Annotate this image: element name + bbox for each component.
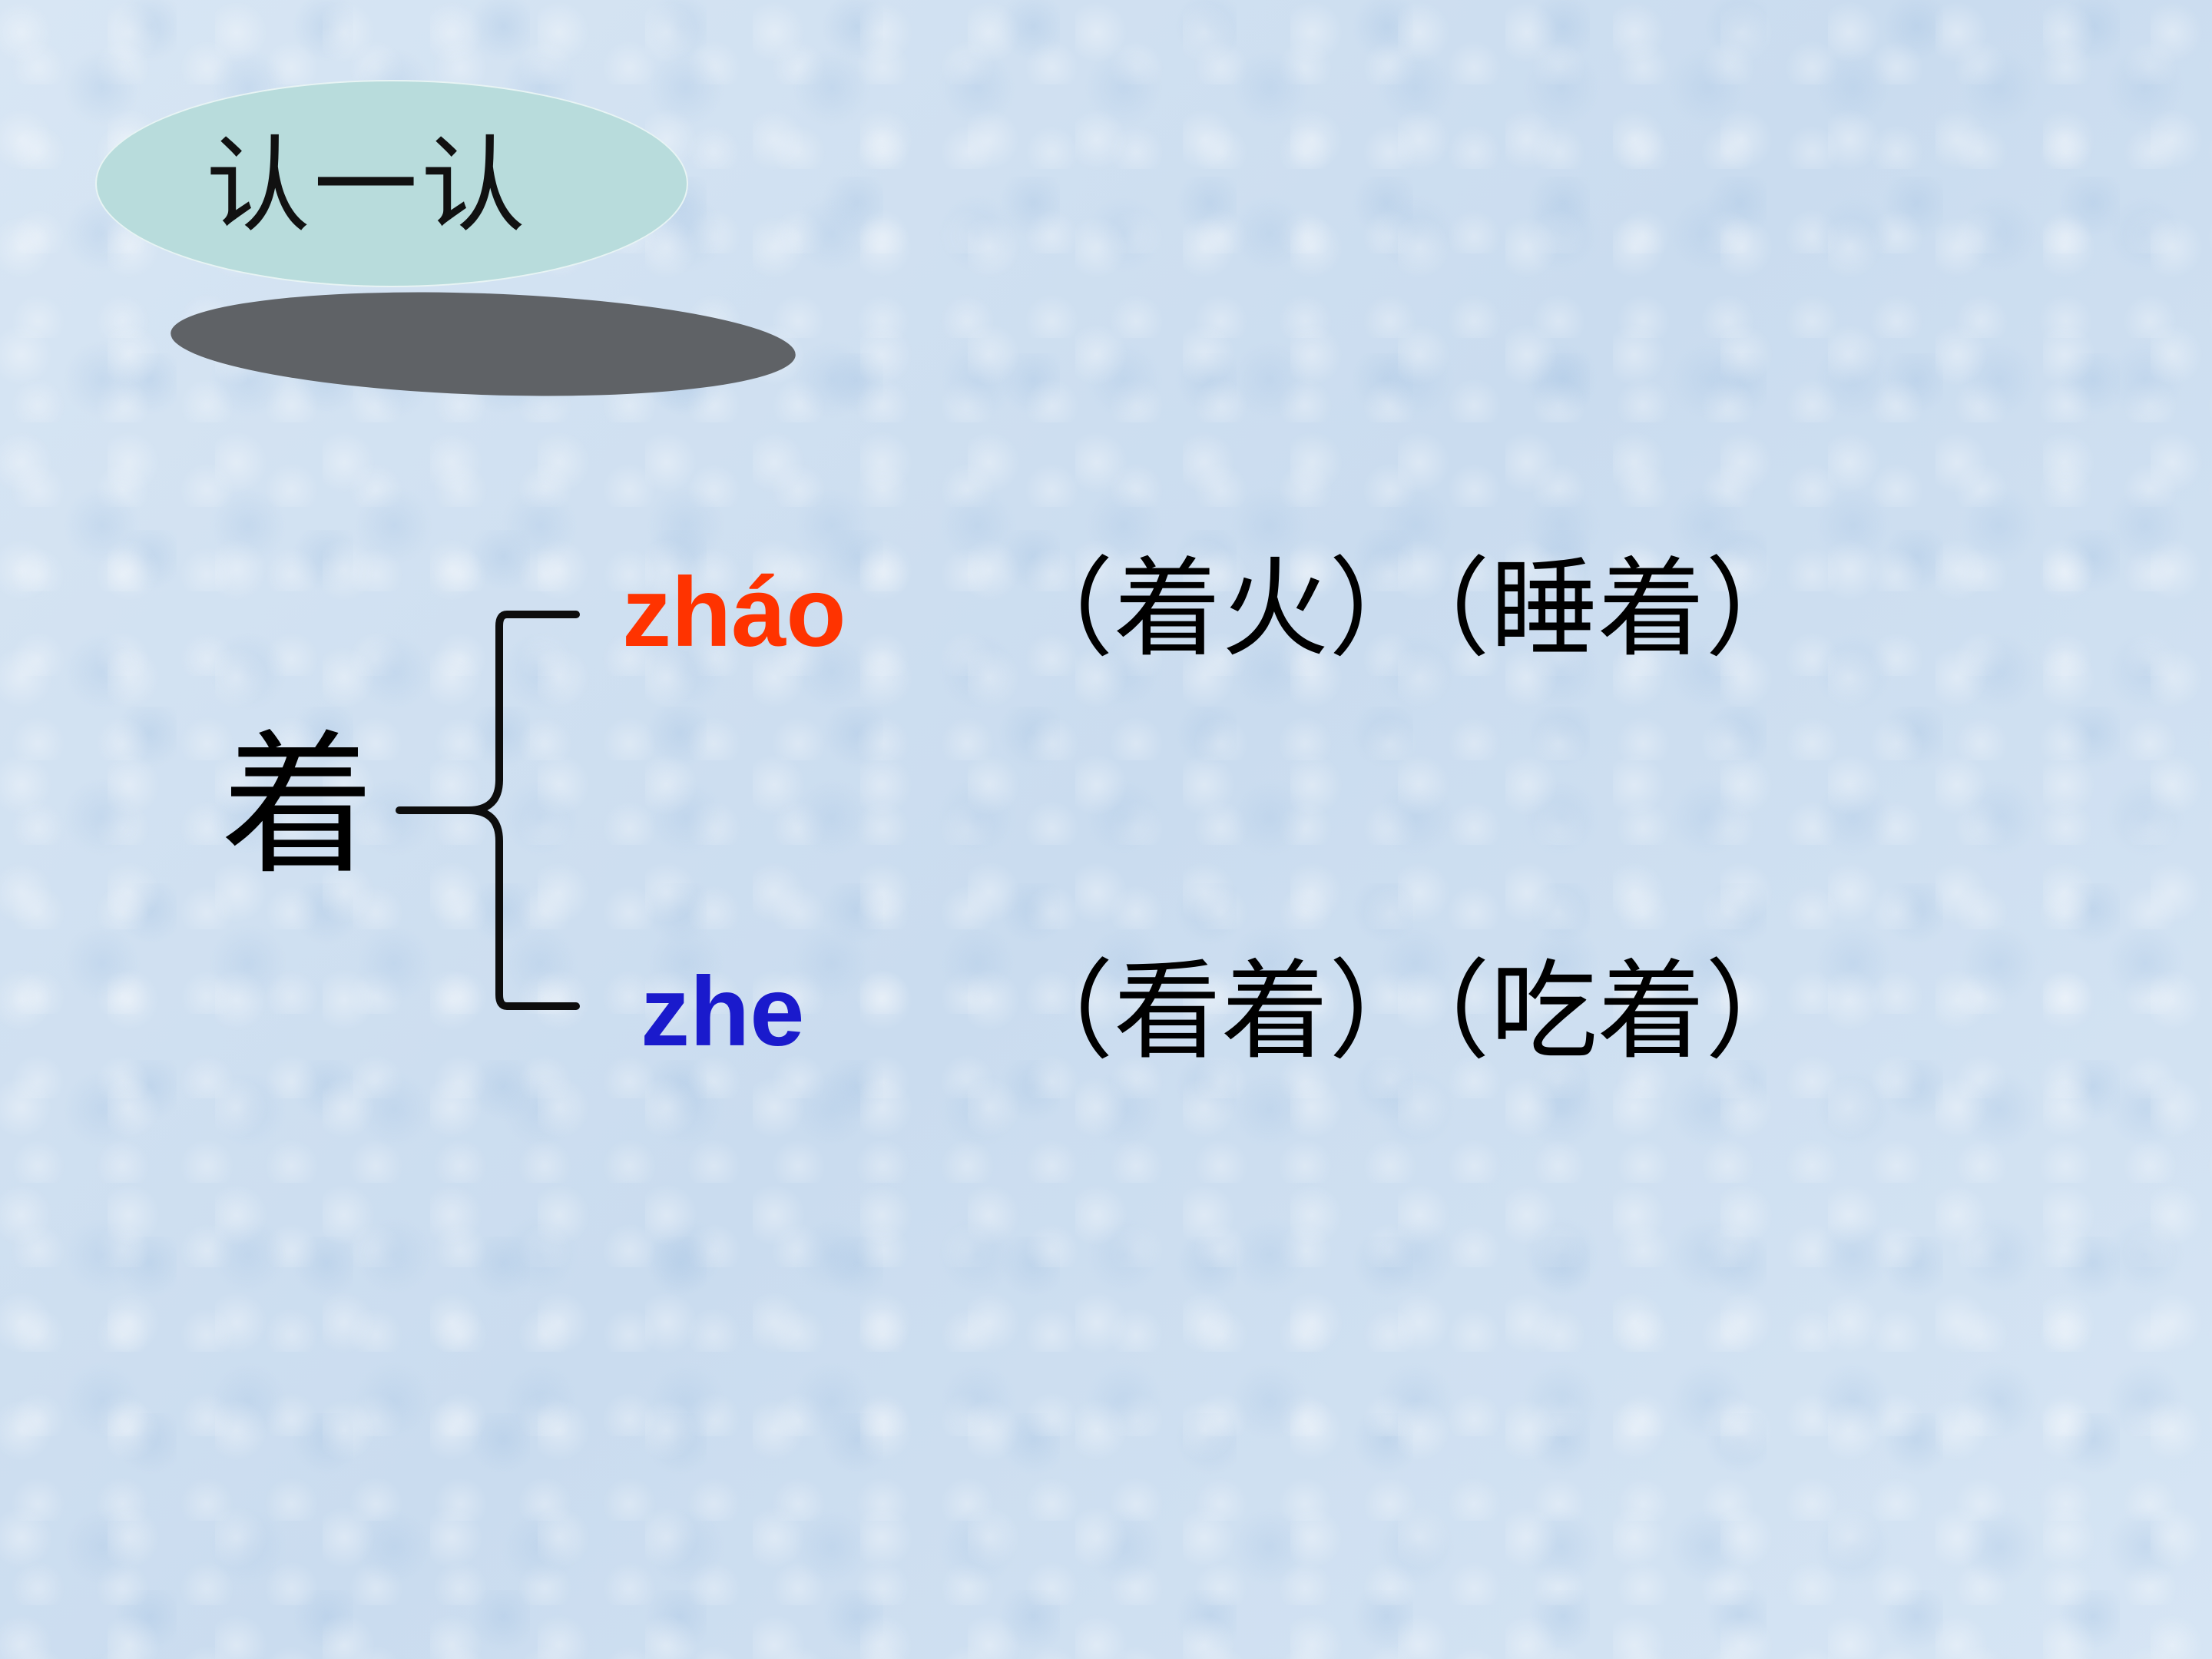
pinyin-zhao: zháo: [622, 559, 846, 667]
page-title: 认一认: [206, 126, 528, 247]
title-bubble: [95, 80, 688, 287]
words-zhe: （看着）（吃着）: [1006, 949, 1813, 1075]
pinyin-zhe-text: zhe: [641, 957, 805, 1067]
pinyin-zhe: zhe: [641, 959, 804, 1066]
pinyin-zhao-text: zháo: [622, 558, 846, 667]
title-shadow-ellipse: [168, 282, 798, 406]
words-zhao: （着火）（睡着）: [1006, 547, 1813, 672]
brace-icon: [396, 611, 580, 1010]
main-character: 着: [221, 717, 376, 896]
